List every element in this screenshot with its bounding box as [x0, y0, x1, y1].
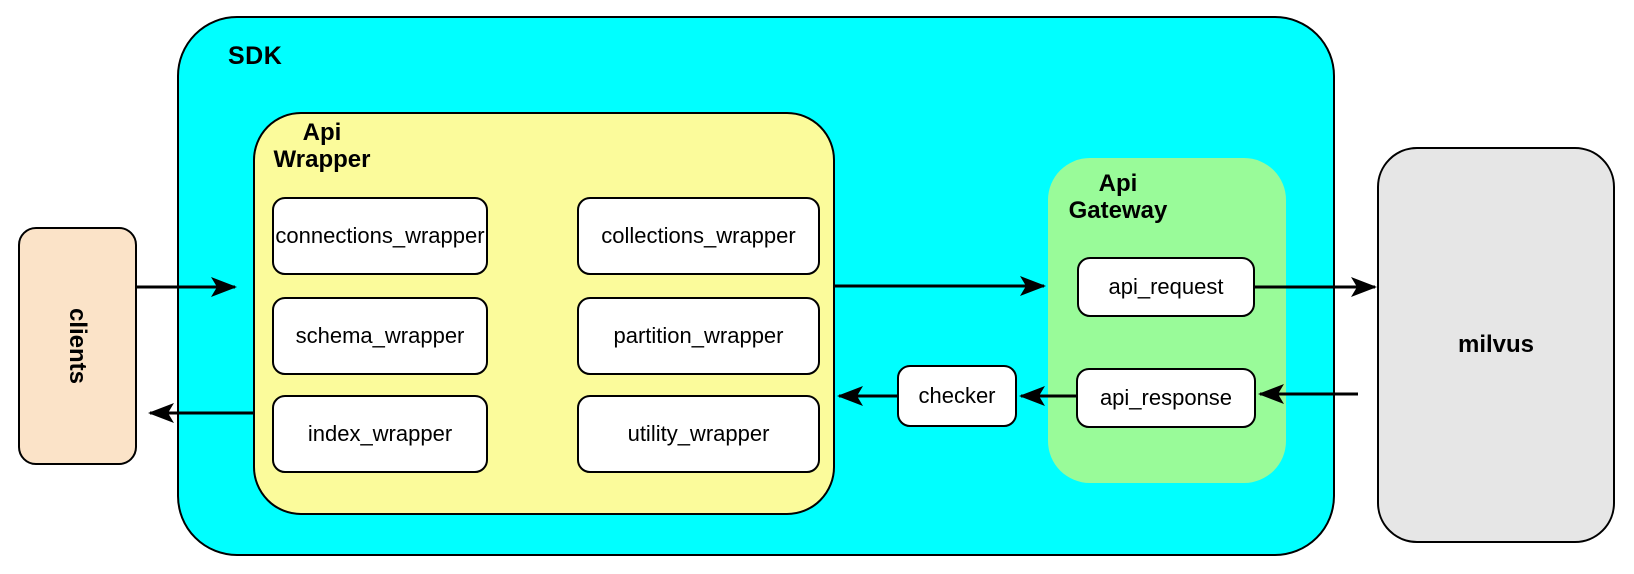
- clients-box: clients: [18, 227, 137, 465]
- connections-wrapper-box: connections_wrapper: [272, 197, 488, 275]
- milvus-label: milvus: [1457, 331, 1535, 358]
- sdk-label: SDK: [228, 42, 283, 70]
- api-wrapper-label: Api Wrapper: [273, 119, 371, 173]
- api-gateway-box: Api Gateway: [1048, 158, 1286, 483]
- index-wrapper-box: index_wrapper: [272, 395, 488, 473]
- api-request-box: api_request: [1077, 257, 1255, 317]
- checker-box: checker: [897, 365, 1017, 427]
- clients-label: clients: [64, 307, 92, 385]
- schema-wrapper-box: schema_wrapper: [272, 297, 488, 375]
- partition-wrapper-box: partition_wrapper: [577, 297, 820, 375]
- api-gateway-label: Api Gateway: [1068, 170, 1168, 224]
- api-response-box: api_response: [1076, 368, 1256, 428]
- milvus-box: milvus: [1377, 147, 1615, 543]
- collections-wrapper-box: collections_wrapper: [577, 197, 820, 275]
- utility-wrapper-box: utility_wrapper: [577, 395, 820, 473]
